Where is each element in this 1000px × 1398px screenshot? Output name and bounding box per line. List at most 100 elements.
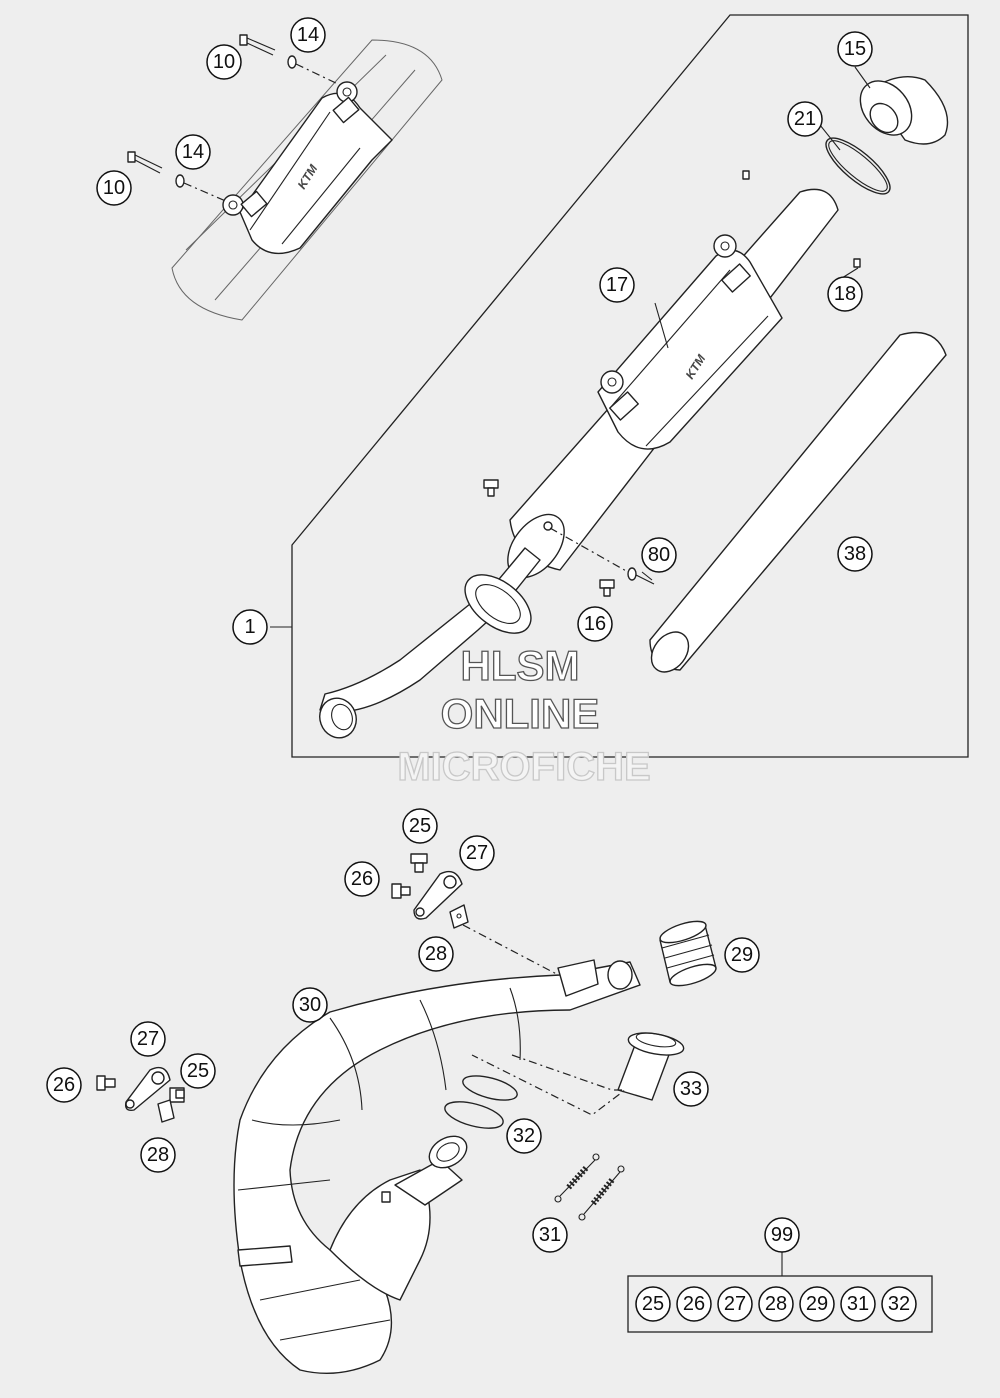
svg-text:25: 25 — [409, 815, 431, 837]
muffler-end-cap — [859, 76, 949, 145]
watermark-line-1: HLSM — [461, 642, 580, 689]
screw-26-upper — [391, 883, 411, 899]
pin-upper — [742, 170, 750, 180]
svg-text:14: 14 — [182, 141, 204, 163]
callout-29: 29 — [724, 937, 760, 973]
pipe-connector — [617, 1032, 685, 1101]
kit-99-item: 29 — [799, 1286, 835, 1322]
callout-10-upper: 10 — [206, 44, 242, 80]
svg-text:26: 26 — [53, 1074, 75, 1096]
svg-text:33: 33 — [680, 1078, 702, 1100]
callout-27-upper: 27 — [459, 835, 495, 871]
silencer-packing — [649, 331, 947, 673]
callout-27-lower: 27 — [130, 1021, 166, 1057]
muffler-bracket-detail: KTM — [127, 34, 443, 321]
svg-text:25: 25 — [187, 1060, 209, 1082]
svg-text:17: 17 — [606, 274, 628, 296]
callout-32: 32 — [506, 1118, 542, 1154]
callout-28-lower: 28 — [140, 1137, 176, 1173]
watermark-line-3: MICROFICHE — [397, 745, 650, 789]
bracket-27-lower — [124, 1066, 171, 1112]
bolt-10-lower — [127, 151, 163, 174]
svg-text:26: 26 — [683, 1293, 705, 1315]
kit-99-item: 27 — [717, 1286, 753, 1322]
svg-text:14: 14 — [297, 24, 319, 46]
svg-text:32: 32 — [513, 1125, 535, 1147]
svg-text:27: 27 — [724, 1293, 746, 1315]
svg-text:28: 28 — [765, 1293, 787, 1315]
svg-text:26: 26 — [351, 868, 373, 890]
screw-16-upper — [483, 479, 499, 497]
svg-text:99: 99 — [771, 1224, 793, 1246]
svg-text:10: 10 — [103, 177, 125, 199]
clip-28-lower — [157, 1099, 175, 1123]
o-ring-32-lower — [444, 1101, 504, 1129]
leader-lines — [641, 66, 871, 581]
callout-18: 18 — [827, 276, 863, 312]
svg-text:21: 21 — [794, 108, 816, 130]
callout-10-lower: 10 — [96, 170, 132, 206]
kit-99-item: 28 — [758, 1286, 794, 1322]
svg-text:31: 31 — [539, 1224, 561, 1246]
clip-28-upper — [449, 904, 469, 929]
svg-text:10: 10 — [213, 51, 235, 73]
callout-21: 21 — [787, 101, 823, 137]
screw-26-lower — [96, 1075, 116, 1091]
o-ring-21 — [825, 137, 891, 195]
callout-25-upper: 25 — [402, 808, 438, 844]
washer-14-upper — [287, 55, 297, 69]
svg-text:28: 28 — [147, 1144, 169, 1166]
svg-text:27: 27 — [466, 842, 488, 864]
svg-text:15: 15 — [844, 38, 866, 60]
screw-25-lower — [169, 1087, 185, 1103]
callout-31: 31 — [532, 1217, 568, 1253]
watermark-line-2: ONLINE — [441, 690, 600, 737]
callout-1: 1 — [232, 609, 268, 645]
screw-25-upper — [410, 853, 428, 873]
o-ring-32-upper — [462, 1075, 518, 1101]
callout-33: 33 — [673, 1071, 709, 1107]
muffler-body: KTM — [507, 188, 839, 579]
svg-text:29: 29 — [806, 1293, 828, 1315]
kit-99-item: 25 — [635, 1286, 671, 1322]
rubber-sleeve — [659, 920, 717, 987]
svg-text:18: 18 — [834, 283, 856, 305]
svg-text:27: 27 — [137, 1028, 159, 1050]
detail-muffler-clamp — [239, 92, 393, 255]
svg-text:29: 29 — [731, 944, 753, 966]
callout-26-lower: 26 — [46, 1067, 82, 1103]
bolt-10-upper — [239, 34, 276, 56]
svg-text:1: 1 — [244, 616, 255, 638]
svg-text:38: 38 — [844, 543, 866, 565]
svg-text:16: 16 — [584, 613, 606, 635]
kit-99-item: 31 — [840, 1286, 876, 1322]
callout-28-upper: 28 — [418, 936, 454, 972]
callout-15: 15 — [837, 31, 873, 67]
svg-text:32: 32 — [888, 1293, 910, 1315]
callout-16: 16 — [577, 606, 613, 642]
kit-99-box — [627, 1275, 933, 1333]
rivet-80 — [549, 527, 655, 585]
exhaust-spring-left — [554, 1153, 600, 1203]
washer-14-lower — [175, 174, 185, 188]
callout-17: 17 — [599, 267, 635, 303]
exhaust-spring-right — [578, 1165, 625, 1221]
kit-99-items: 25 26 27 28 29 31 32 — [635, 1286, 917, 1322]
callout-25-lower: 25 — [180, 1053, 216, 1089]
kit-99-item: 32 — [881, 1286, 917, 1322]
svg-text:28: 28 — [425, 943, 447, 965]
screw-16 — [599, 579, 615, 597]
svg-text:30: 30 — [299, 994, 321, 1016]
bracket-27-upper — [413, 870, 463, 920]
callout-14-lower: 14 — [175, 134, 211, 170]
callout-80: 80 — [641, 537, 677, 573]
callout-99: 99 — [764, 1217, 800, 1253]
svg-text:80: 80 — [648, 544, 670, 566]
exhaust-header-pipe — [233, 959, 641, 1374]
callout-38: 38 — [837, 536, 873, 572]
callout-30: 30 — [292, 987, 328, 1023]
svg-text:25: 25 — [642, 1293, 664, 1315]
muffler-outlet-pipe — [319, 547, 541, 739]
kit-99-item: 26 — [676, 1286, 712, 1322]
